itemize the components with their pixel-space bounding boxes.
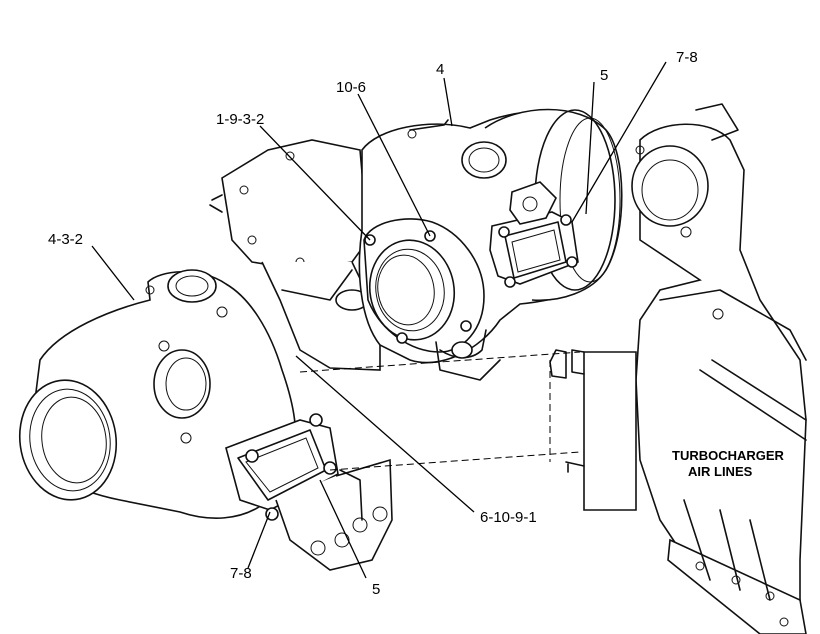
note-line-1: TURBOCHARGER (672, 448, 785, 463)
callout-5-lower: 5 (372, 581, 380, 598)
turbocharger-air-lines-note: TURBOCHARGER AIR LINES (668, 446, 786, 480)
rear-housing-plate (209, 139, 381, 371)
callout-1-9-3-2: 1-9-3-2 (216, 111, 264, 128)
callout-4-upper: 4 (436, 61, 444, 78)
leader-lines (91, 61, 667, 579)
lower-turbocharger (18, 269, 393, 571)
alignment-lines (299, 351, 581, 471)
upper-turbocharger (358, 108, 623, 381)
callout-10-6: 10-6 (336, 79, 366, 96)
callout-labels: 4 5 7-8 10-6 1-9-3-2 4-3-2 6-10-9-1 7-8 … (48, 49, 698, 598)
air-lines-manifold (549, 103, 807, 634)
callout-7-8-upper: 7-8 (676, 49, 698, 66)
note-line-2: AIR LINES (688, 464, 753, 479)
callout-7-8-lower: 7-8 (230, 565, 252, 582)
callout-5-upper: 5 (600, 67, 608, 84)
callout-4-3-2: 4-3-2 (48, 231, 83, 248)
callout-6-10-9-1: 6-10-9-1 (480, 509, 537, 526)
